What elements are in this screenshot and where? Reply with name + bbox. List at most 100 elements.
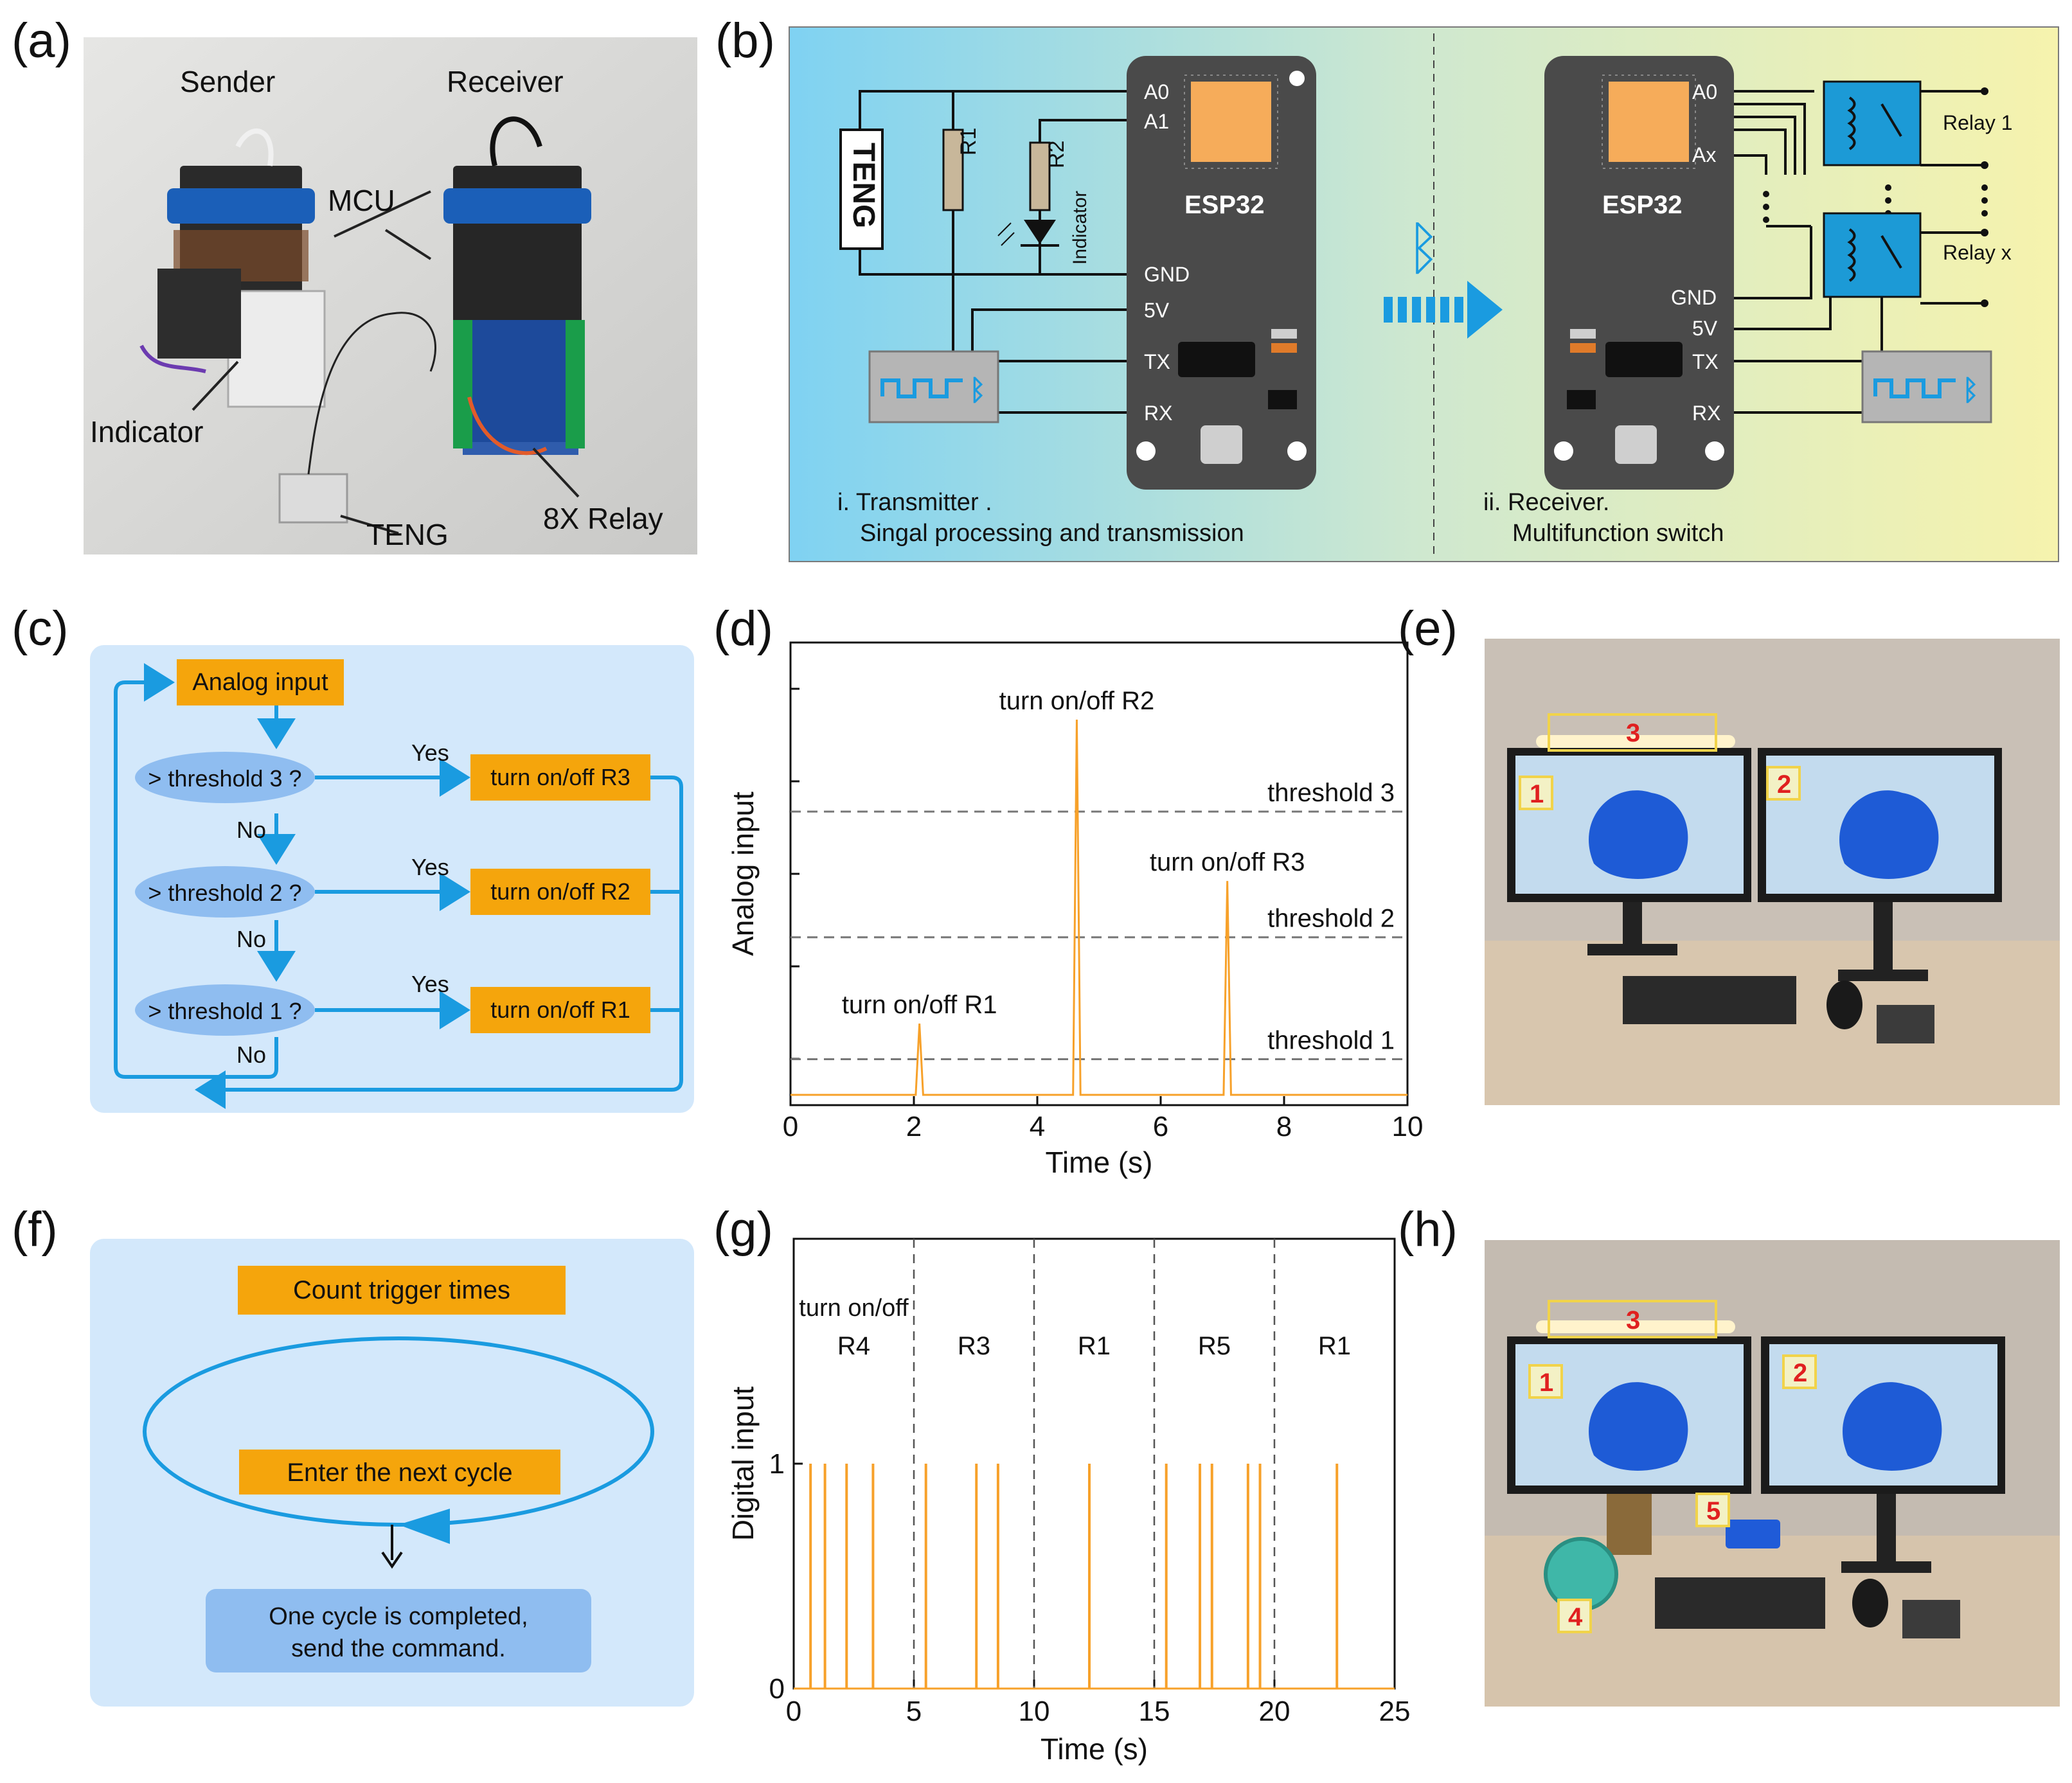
svg-text:2: 2 <box>1777 770 1791 799</box>
threshold-label-2: threshold 2 <box>1267 905 1395 933</box>
receiver-pins: A0 Ax GND 5V TX RX <box>1671 80 1720 425</box>
cycle-arrow-icon <box>398 1509 450 1544</box>
segment-label-1: R3 <box>958 1332 990 1360</box>
label-mcu: MCU <box>328 184 395 217</box>
svg-text:3: 3 <box>1626 1306 1640 1335</box>
x-tick-label-5: 25 <box>1379 1696 1411 1727</box>
monitor-1 <box>1507 1336 1751 1555</box>
series-line <box>790 719 1407 1096</box>
svg-text:> threshold 2 ?: > threshold 2 ? <box>148 880 301 906</box>
receiver-wiring <box>1734 90 1985 414</box>
monitor-1 <box>1507 748 1751 955</box>
x-tick-label-1: 2 <box>906 1111 922 1142</box>
x-tick-label-1: 5 <box>906 1696 922 1727</box>
y-tick-label-0: 0 <box>769 1673 785 1705</box>
svg-text:5: 5 <box>1706 1497 1720 1525</box>
transmitter-title: i. Transmitter . <box>837 489 992 516</box>
panel-letter-b: (b) <box>715 13 775 68</box>
segment-label-3: R5 <box>1198 1332 1231 1360</box>
teng-box <box>839 129 884 250</box>
svg-text:> threshold 1 ?: > threshold 1 ? <box>148 998 301 1024</box>
resistor-r2 <box>1029 141 1051 211</box>
svg-text:ᛒ: ᛒ <box>1962 375 1979 406</box>
act-3 <box>470 754 650 801</box>
bluetooth-icon: ᛒ <box>1406 217 1441 281</box>
panel-b-circuit: TENG R1 R2 Indicator ᛒ <box>789 26 2059 562</box>
svg-text:> threshold 3 ?: > threshold 3 ? <box>148 765 301 792</box>
panel-e-photo: 3 1 2 <box>1485 639 2060 1105</box>
segment-label-2: R1 <box>1078 1332 1111 1360</box>
relay-x <box>1823 212 1922 298</box>
svg-text:send the command.: send the command. <box>291 1635 506 1662</box>
label-r1: R1 <box>956 128 981 155</box>
svg-text:4: 4 <box>1568 1603 1583 1631</box>
label-relay-x: Relay x <box>1943 241 2012 264</box>
label-indicator: Indicator <box>90 415 203 448</box>
start-box <box>177 659 344 705</box>
svg-text:1: 1 <box>1539 1369 1553 1397</box>
svg-text:5V: 5V <box>1692 317 1718 340</box>
done-box <box>206 1589 591 1672</box>
annotation-0: turn on/off R2 <box>999 687 1155 715</box>
teng-text: TENG <box>846 143 880 228</box>
svg-text:turn on/off R1: turn on/off R1 <box>490 997 630 1023</box>
label-8x-relay: 8X Relay <box>543 502 663 535</box>
next-cycle-box <box>239 1450 560 1495</box>
svg-text:Enter the next cycle: Enter the next cycle <box>287 1459 512 1487</box>
relay-1 <box>1823 80 1922 166</box>
label-teng: TENG <box>366 518 449 551</box>
x-tick-label-0: 0 <box>783 1111 798 1142</box>
svg-text:One cycle is completed,: One cycle is completed, <box>269 1603 528 1630</box>
svg-text:5V: 5V <box>1144 299 1170 322</box>
phone <box>1726 1520 1780 1548</box>
teng-device <box>278 473 348 524</box>
mouse <box>1852 1579 1888 1628</box>
esp32-label-transmitter: ESP32 <box>1184 191 1265 219</box>
cond-1 <box>135 984 315 1036</box>
svg-text:turn on/off R2: turn on/off R2 <box>490 878 630 905</box>
svg-text:A0: A0 <box>1692 80 1717 103</box>
transmitter-pins: A0 A1 GND 5V TX RX <box>1144 80 1190 425</box>
x-axis-label: Time (s) <box>1046 1146 1153 1179</box>
x-tick-label-5: 10 <box>1392 1111 1424 1142</box>
panel-letter-d: (d) <box>713 601 773 656</box>
keyboard <box>1655 1577 1825 1629</box>
panel-a-photo: Sender Receiver MCU Indicator TENG 8X Re… <box>84 37 697 554</box>
mouse <box>1826 980 1862 1029</box>
svg-text:2: 2 <box>1793 1359 1807 1387</box>
panel-c-flowchart: Analog input > threshold 3 ? > threshold… <box>90 645 694 1113</box>
y-tick-label-1: 1 <box>769 1448 785 1480</box>
svg-text:TX: TX <box>1692 350 1719 373</box>
count-box <box>238 1266 566 1315</box>
threshold-label-1: threshold 1 <box>1267 1027 1395 1055</box>
keyboard <box>1623 976 1796 1024</box>
annotation-1: turn on/off R3 <box>1150 848 1305 876</box>
label-receiver: Receiver <box>447 65 564 98</box>
x-tick-label-3: 15 <box>1139 1696 1170 1727</box>
annotation-2: turn on/off R1 <box>842 991 997 1019</box>
panel-letter-f: (f) <box>12 1202 58 1257</box>
segment-label-4: R1 <box>1318 1332 1351 1360</box>
receiver-board <box>443 116 591 456</box>
x-tick-label-2: 4 <box>1030 1111 1045 1142</box>
panel-letter-a: (a) <box>12 13 71 68</box>
circuit-board <box>1902 1600 1960 1638</box>
svg-text:RX: RX <box>1144 402 1172 425</box>
x-tick-label-2: 10 <box>1019 1696 1050 1727</box>
svg-text:ᛒ: ᛒ <box>969 375 986 406</box>
start-text: Analog input <box>192 669 328 696</box>
label-r2: R2 <box>1044 141 1069 168</box>
cond-3 <box>135 752 315 803</box>
act-1 <box>470 987 650 1033</box>
esp32-receiver <box>1544 56 1734 490</box>
y-axis-label: Digital input <box>726 1387 760 1541</box>
x-tick-label-4: 8 <box>1276 1111 1292 1142</box>
svg-text:RX: RX <box>1692 402 1720 425</box>
bt-module-receiver: ᛒ <box>1861 350 1992 423</box>
svg-text:GND: GND <box>1144 263 1190 286</box>
svg-text:Yes: Yes <box>411 971 449 997</box>
svg-text:Count trigger times: Count trigger times <box>293 1276 510 1304</box>
panel-letter-g: (g) <box>713 1202 773 1257</box>
svg-text:No: No <box>237 926 266 952</box>
